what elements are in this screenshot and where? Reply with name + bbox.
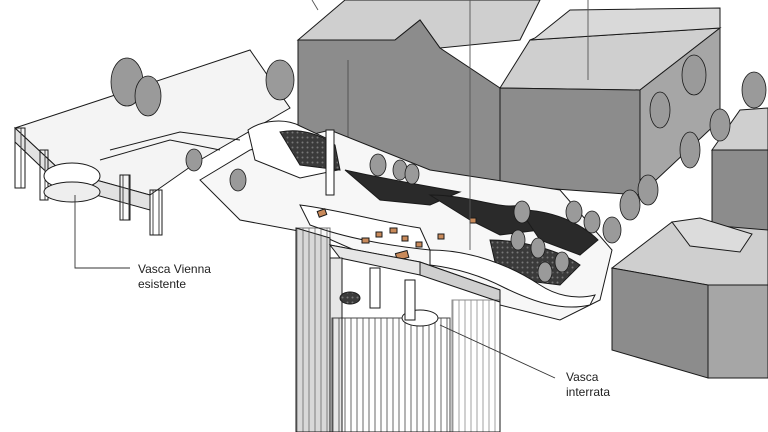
- tree: [513, 200, 531, 224]
- tree: [583, 210, 601, 234]
- underground-tank: [295, 227, 501, 432]
- tree: [649, 91, 671, 129]
- building-front: [611, 267, 709, 379]
- label-line: Vasca Vienna: [138, 262, 211, 276]
- tree: [510, 229, 526, 251]
- label-vasca-vienna-esistente: Vasca Vienna esistente: [138, 262, 211, 292]
- street-deck: [14, 49, 291, 236]
- label-line: Vasca: [566, 370, 599, 384]
- leader-line-vasca-vienna: [74, 195, 130, 269]
- tree: [619, 189, 641, 221]
- leader-line-vasca-interrata: [439, 324, 556, 379]
- tree: [681, 54, 707, 96]
- building-top: [671, 217, 753, 253]
- tree: [229, 168, 247, 192]
- tree: [404, 163, 420, 185]
- trees: [110, 54, 767, 283]
- tree: [530, 237, 546, 259]
- label-line: interrata: [566, 385, 611, 399]
- label-vasca-interrata: Vasca interrata: [566, 370, 610, 400]
- park-plaza: [199, 120, 613, 321]
- building-top: [529, 7, 721, 41]
- tree: [602, 216, 622, 244]
- tree: [709, 108, 731, 142]
- tree: [554, 251, 570, 273]
- tree: [537, 261, 553, 283]
- building-front: [711, 149, 768, 236]
- tree: [134, 75, 162, 117]
- tree: [265, 59, 295, 101]
- leader-lines: [74, 0, 589, 379]
- tree: [741, 71, 767, 109]
- tree: [637, 174, 659, 206]
- tree: [565, 200, 583, 224]
- tree: [185, 148, 203, 172]
- building-side: [707, 284, 768, 379]
- label-line: esistente: [138, 277, 187, 291]
- tree: [369, 153, 387, 177]
- building-front: [499, 87, 641, 196]
- tree: [679, 131, 701, 169]
